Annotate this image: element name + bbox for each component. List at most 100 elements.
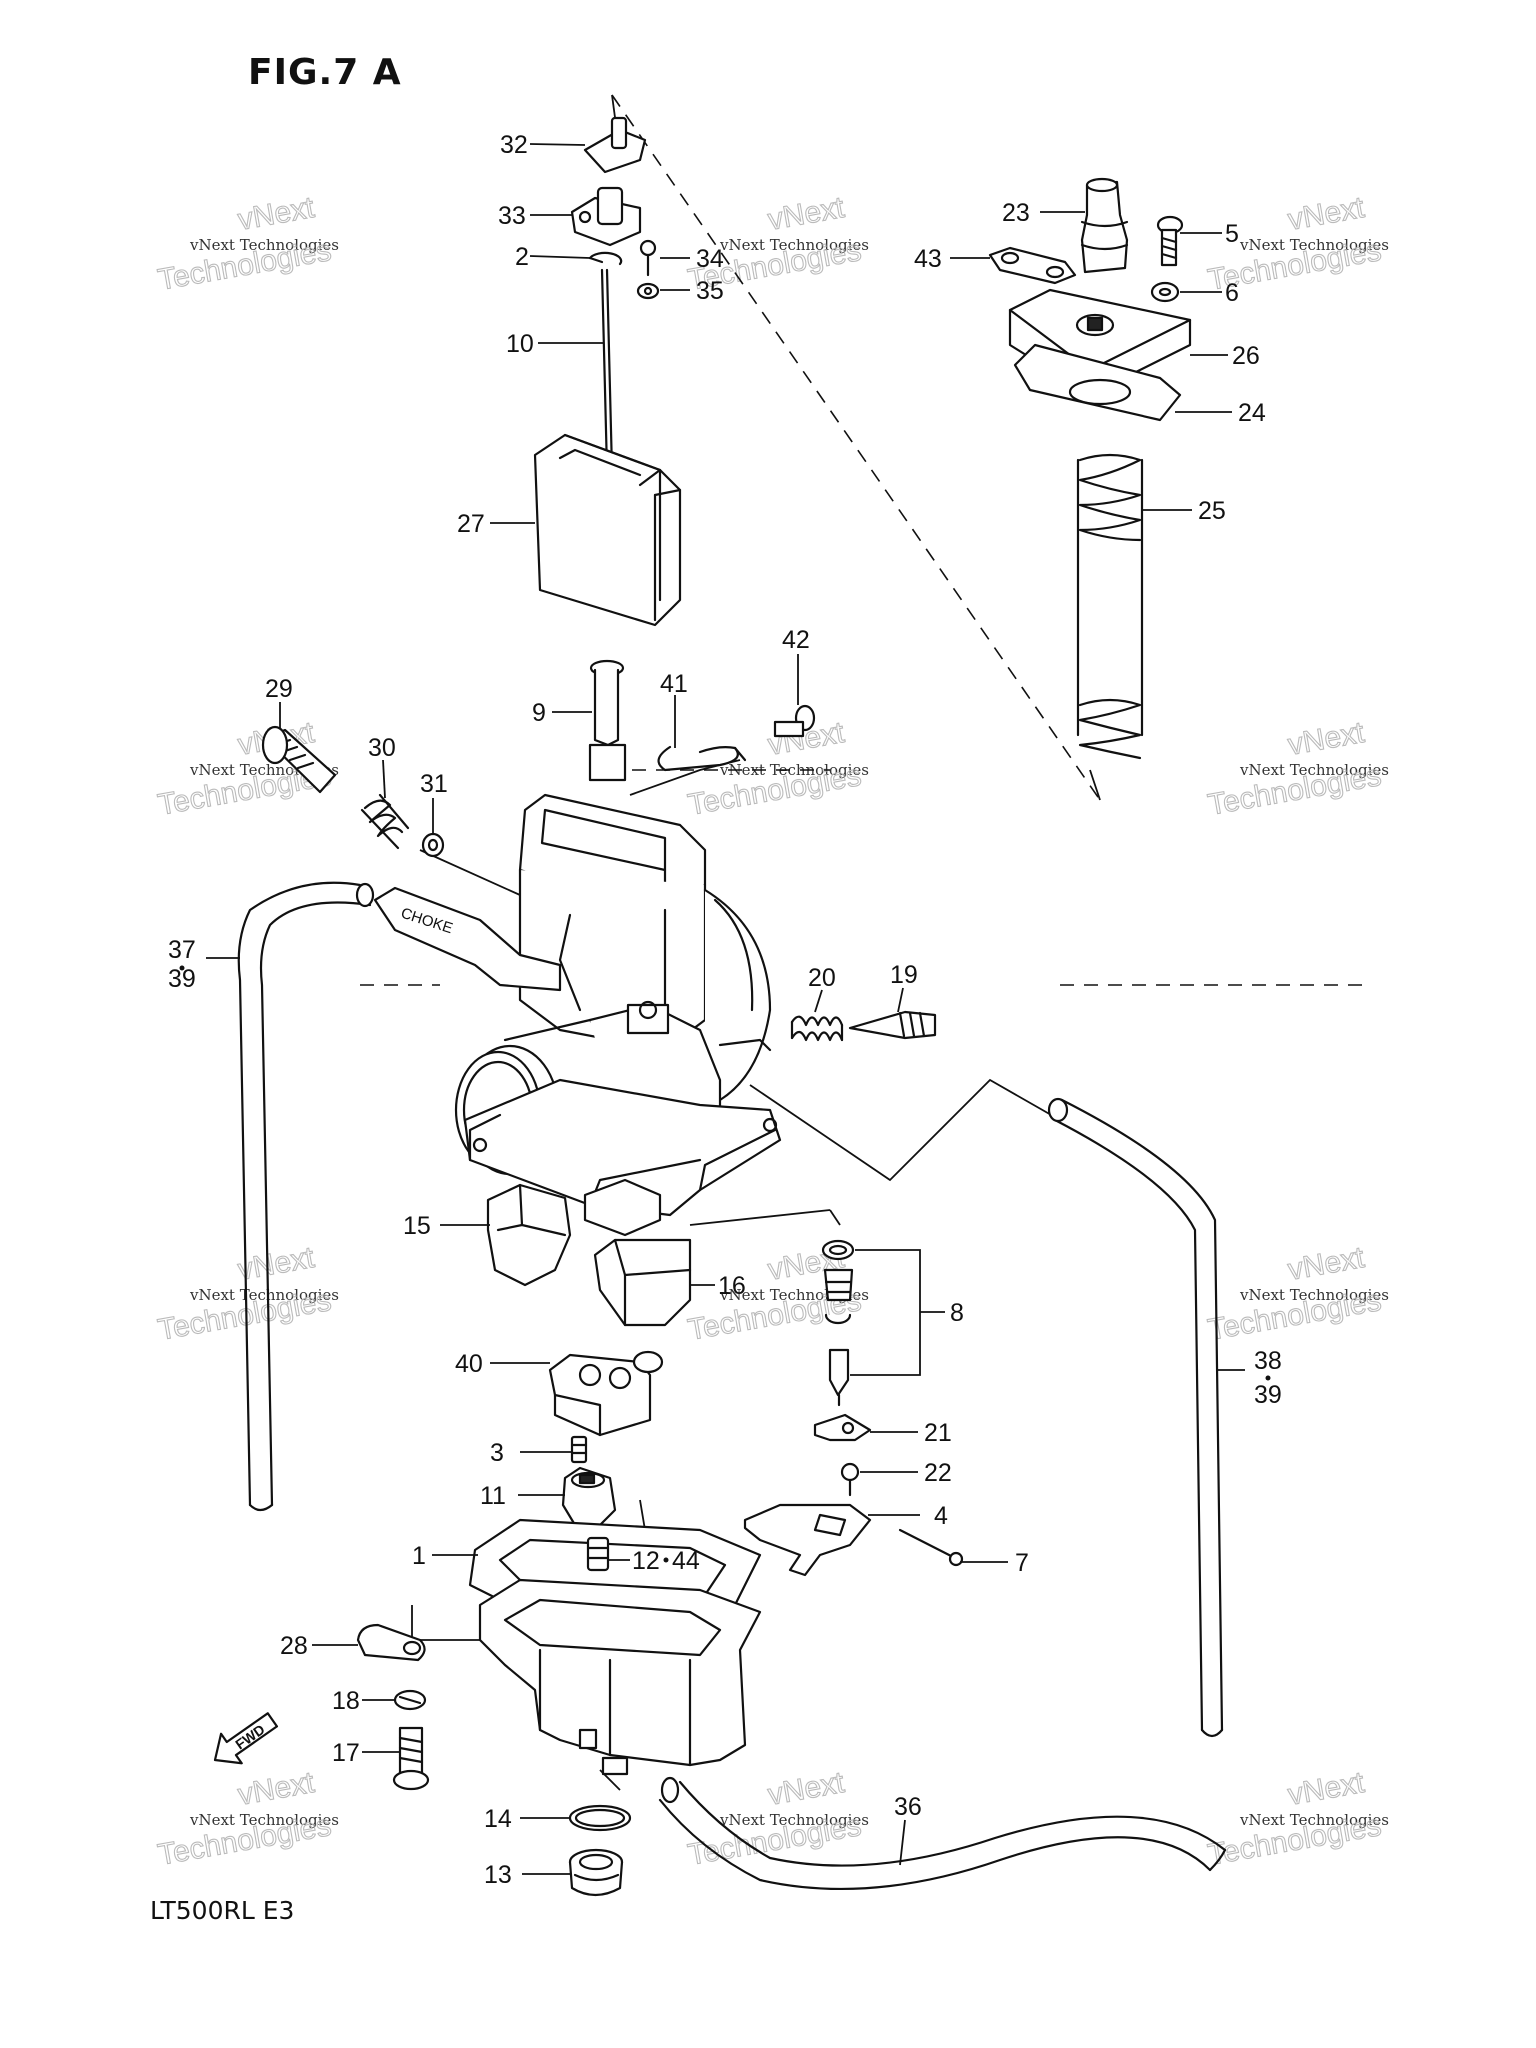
bolt-17 [392,1726,430,1791]
svg-text:vNext: vNext [235,191,317,237]
watermarks: vNext vNext Technologies Technologies vN… [155,190,1389,1872]
callout-19: 19 [890,961,918,989]
needle-jet-9 [588,659,627,782]
svg-text:vNext Technologies: vNext Technologies [189,1286,339,1304]
callout-40: 40 [455,1350,483,1378]
spring-30 [360,793,410,850]
callout-5: 5 [1225,220,1239,248]
needle-10 [600,268,614,472]
watermark: vNext vNext Technologies Technologies [155,1765,339,1872]
svg-text:vNext: vNext [1285,1241,1367,1287]
leader-lines [206,143,1245,1875]
watermark: vNext vNext Technologies Technologies [155,190,339,297]
callout-dot [1265,1375,1271,1381]
pin-screw-22 [840,1462,860,1497]
gasket-43 [988,246,1077,285]
svg-text:vNext: vNext [1285,716,1367,762]
callout-15: 15 [403,1212,431,1240]
watermark: vNext vNext Technologies Technologies [1205,1765,1389,1872]
throttle-valve-27 [533,433,682,627]
callout-13: 13 [484,1861,512,1889]
callout-3: 3 [490,1439,504,1467]
svg-text:vNext Technologies: vNext Technologies [1239,761,1389,779]
callout-38: 38 [1254,1347,1282,1375]
callout-31: 31 [420,770,448,798]
callout-33: 33 [498,202,526,230]
forward-direction-badge: FWD [213,1712,279,1765]
figure-title: FIG.7 A [248,52,402,93]
callout-25: 25 [1198,497,1226,525]
carburetor-body: CHOKE [373,793,782,1237]
callout-6: 6 [1225,279,1239,307]
svg-text:vNext: vNext [235,1241,317,1287]
svg-text:vNext: vNext [235,1766,317,1812]
callout-17: 17 [332,1739,360,1767]
svg-text:vNext Technologies: vNext Technologies [719,1811,869,1829]
o-ring-14 [568,1804,632,1832]
float-4 [743,1503,872,1577]
washer-35 [636,282,660,300]
cap-23 [1080,177,1129,274]
cover-16 [593,1238,692,1327]
svg-text:vNext Technologies: vNext Technologies [1239,1286,1389,1304]
throttle-stop-screw-19 [848,1010,937,1040]
cover-15 [486,1183,572,1287]
needle-valve-8 [821,1239,855,1407]
callout-9: 9 [532,699,546,727]
svg-text:vNext Technologies: vNext Technologies [719,236,869,254]
washer-6 [1150,281,1180,303]
callout-numbers: 32 33 2 34 35 10 27 23 5 43 6 26 24 25 4… [168,131,1282,1889]
drain-hose-36 [658,1776,1227,1891]
float-arm-21 [813,1413,872,1442]
callout-14: 14 [484,1805,512,1833]
svg-text:vNext Technologies: vNext Technologies [719,761,869,779]
screw-42 [773,704,816,738]
callout-22: 22 [924,1459,952,1487]
screw-34 [639,239,657,277]
screw-5 [1156,215,1184,267]
callout-41: 41 [660,670,688,698]
watermark: vNext vNext Technologies Technologies [1205,1240,1389,1347]
callout-12: 12 [632,1547,660,1575]
svg-text:vNext Technologies: vNext Technologies [1239,236,1389,254]
callout-23: 23 [1002,199,1030,227]
pin-7 [898,1528,964,1567]
vent-hose-38 [1047,1097,1224,1738]
callout-28: 28 [280,1632,308,1660]
callout-1: 1 [412,1542,426,1570]
spring-25 [1076,453,1144,760]
callout-21: 21 [924,1419,952,1447]
drain-plug-13 [568,1848,624,1897]
clip-41 [657,745,747,772]
spring-20 [790,1015,844,1042]
callout-39-right: 39 [1254,1381,1282,1409]
callout-18: 18 [332,1687,360,1715]
throttle-cable-holder-32 [583,116,647,174]
svg-text:vNext: vNext [765,1766,847,1812]
callout-43: 43 [914,245,942,273]
callout-35: 35 [696,277,724,305]
pilot-screw-29 [261,725,337,794]
svg-text:vNext Technologies: vNext Technologies [189,1811,339,1829]
svg-text:vNext: vNext [1285,1766,1367,1812]
callout-20: 20 [808,964,836,992]
callout-7: 7 [1015,1549,1029,1577]
bracket-28 [356,1623,426,1662]
svg-text:vNext: vNext [765,191,847,237]
callout-24: 24 [1238,399,1266,427]
callout-44: 44 [672,1547,700,1575]
vent-hose-37 [237,881,375,1512]
bracket-40 [548,1350,664,1437]
watermark: vNext vNext Technologies Technologies [1205,715,1389,822]
callout-27: 27 [457,510,485,538]
washer-18 [393,1689,427,1711]
gasket-24 [1013,343,1182,422]
plate-33 [570,186,642,247]
svg-text:vNext Technologies: vNext Technologies [1239,1811,1389,1829]
callout-4: 4 [934,1502,948,1530]
callout-16: 16 [718,1272,746,1300]
svg-text:vNext: vNext [1285,191,1367,237]
callout-10: 10 [506,330,534,358]
washer-31 [421,832,445,858]
